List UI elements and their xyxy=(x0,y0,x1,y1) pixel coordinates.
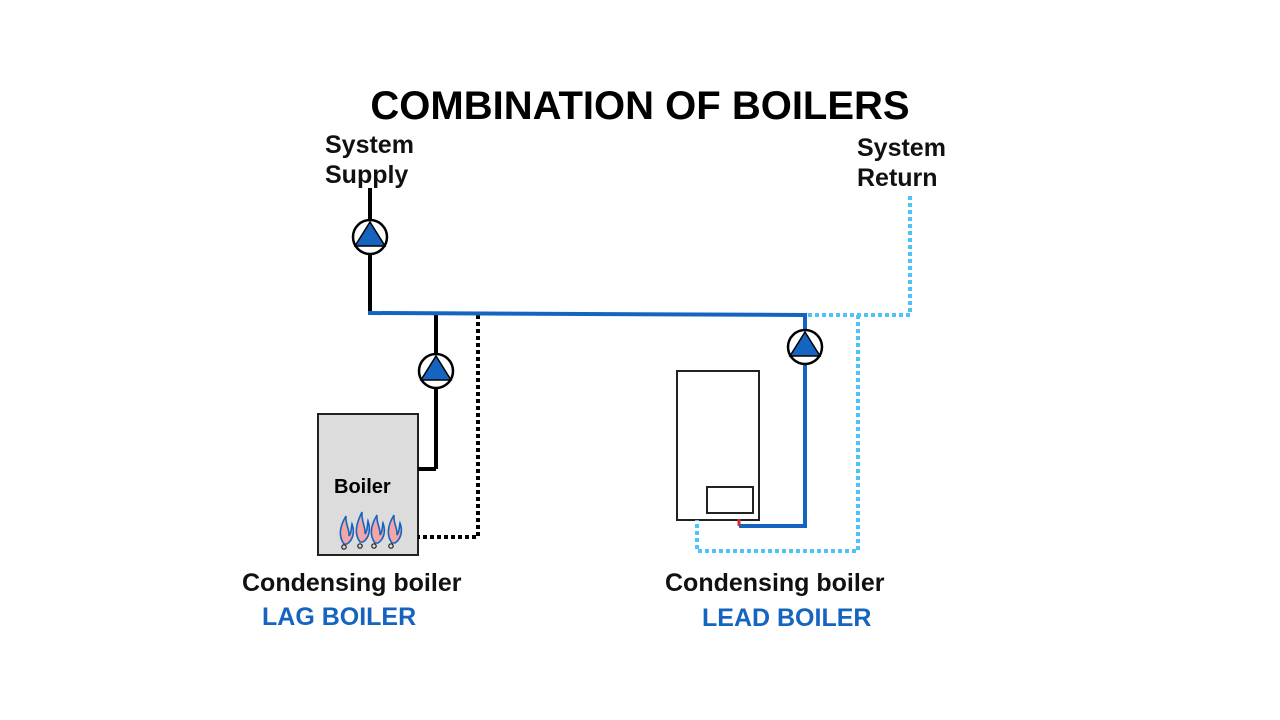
lead-boiler-role-label: LEAD BOILER xyxy=(702,604,872,632)
lag-boiler-return-pipe xyxy=(418,315,480,539)
system-return-pipe xyxy=(695,196,912,553)
system-return-label-line1: System xyxy=(857,134,946,162)
lag-boiler-type-label: Condensing boiler xyxy=(242,569,462,597)
system-supply-label-line2: Supply xyxy=(325,161,409,189)
burner-flames-icon xyxy=(339,511,403,550)
diagram-title: COMBINATION OF BOILERS xyxy=(370,84,910,128)
lead-boiler-display xyxy=(706,486,754,514)
lag-boiler-unit-label: Boiler xyxy=(334,476,391,498)
lag-boiler-pump-icon xyxy=(417,352,455,390)
lead-boiler-body xyxy=(676,370,760,521)
system-supply-label: System Supply xyxy=(325,130,414,190)
lead-boiler-supply-pipe xyxy=(739,364,807,528)
lead-boiler-type-label: Condensing boiler xyxy=(665,569,885,597)
lag-boiler-role-label: LAG BOILER xyxy=(262,603,417,631)
primary-header-pipe xyxy=(367,311,807,332)
system-pump-icon xyxy=(351,218,389,256)
system-supply-label-line1: System xyxy=(325,131,414,159)
lag-boiler-supply-pipe xyxy=(418,315,438,471)
system-return-label-line2: Return xyxy=(857,164,938,192)
lead-boiler-pump-icon xyxy=(786,328,824,366)
system-return-label: System Return xyxy=(857,133,946,193)
